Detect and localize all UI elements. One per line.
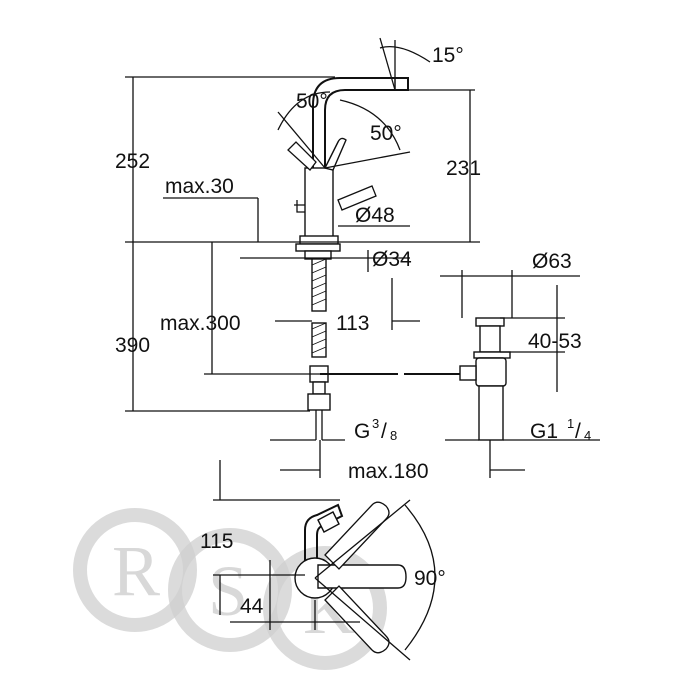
label-40-53: 40-53 [528, 330, 582, 353]
watermark-ring-s [168, 528, 292, 652]
lever-angle-arc-right [339, 99, 401, 151]
spout-angle-arc [379, 45, 431, 63]
watermark-letter-s: S [208, 551, 248, 631]
lever-handle [323, 137, 347, 171]
label-g38-denominator: 8 [390, 428, 397, 443]
lever-angle-ref-right [324, 151, 411, 169]
flex-hose-hatch [311, 258, 327, 354]
waste-body-upper [479, 325, 501, 353]
top-handle [317, 564, 407, 589]
hose-thread-fitting [307, 393, 331, 411]
faucet-side-view [277, 37, 460, 440]
waste-flange [475, 317, 505, 327]
watermark-letter-r: R [112, 531, 160, 611]
label-angle-15: 15° [432, 44, 464, 67]
popup-rod-knob [294, 200, 305, 213]
label-max30: max.30 [165, 175, 234, 198]
flex-hose-upper [311, 258, 327, 312]
label-angle-90: 90° [414, 567, 446, 590]
label-dia-34: Ø34 [372, 248, 412, 271]
label-dia-63: Ø63 [532, 250, 572, 273]
label-113: 113 [336, 312, 369, 335]
lever-handle-ghost-right [337, 185, 377, 211]
top-spout [304, 503, 344, 575]
label-44: 44 [240, 595, 264, 618]
spout-angle-ref [379, 37, 396, 91]
label-angle-50-left: 50° [296, 90, 328, 113]
waste-nut [473, 351, 511, 359]
label-g114-numerator: 1 [567, 416, 574, 431]
hose-connector-neck [312, 381, 326, 395]
top-handle-ghost-up [324, 501, 390, 570]
top-angle-ref-up [314, 499, 411, 579]
label-115: 115 [200, 530, 233, 553]
label-angle-50-right: 50° [370, 122, 402, 145]
faucet-spout [312, 77, 409, 242]
waste-tailpiece [478, 385, 504, 441]
faucet-body [304, 167, 334, 243]
faucet-top-view [213, 460, 436, 661]
label-max180: max.180 [348, 460, 429, 483]
label-g38-numerator: 3 [372, 416, 379, 431]
dimension-lines [125, 76, 600, 478]
top-angle-ref-down [314, 577, 411, 661]
label-231: 231 [446, 157, 481, 180]
label-390: 390 [115, 334, 150, 357]
waste-valve [459, 317, 511, 441]
label-252: 252 [115, 150, 150, 173]
dimension-labels: 15° 50° 50° 252 231 max.30 Ø48 Ø34 Ø63 m… [115, 44, 591, 618]
label-max300: max.300 [160, 312, 241, 335]
label-g38-slash: / [381, 420, 387, 443]
top-aerator [317, 511, 340, 533]
lever-handle-ghost-left [287, 141, 317, 171]
label-g38-base: G [354, 420, 370, 443]
label-g114-base: G1 [530, 420, 558, 443]
watermark-ring-r [73, 508, 197, 632]
lever-angle-ref-left [277, 111, 326, 169]
top-angle-arc [404, 504, 436, 651]
mounting-washer [295, 243, 341, 252]
waste-rod-socket [459, 365, 477, 381]
label-g114-slash: / [575, 420, 581, 443]
top-handle-ghost-down [324, 585, 390, 654]
waste-body-lower [475, 357, 507, 387]
faucet-base [299, 235, 339, 245]
label-dia-48: Ø48 [355, 204, 395, 227]
lever-angle-arc-left [277, 91, 331, 131]
label-g114-denominator: 4 [584, 428, 591, 443]
